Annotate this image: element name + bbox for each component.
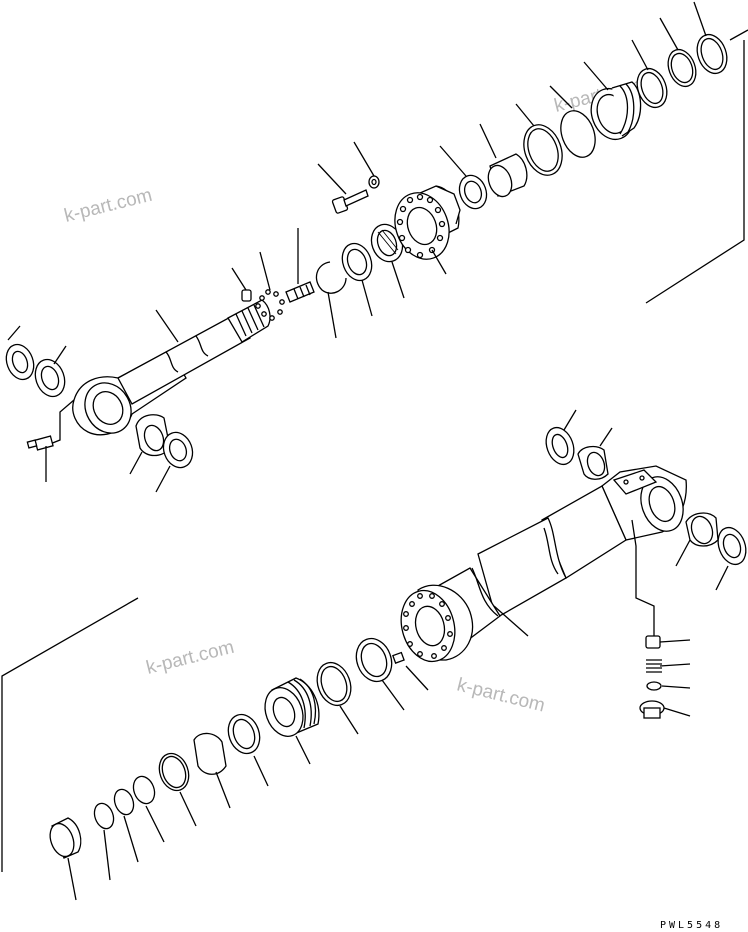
bushing-1 xyxy=(5,343,35,381)
piston xyxy=(264,677,320,737)
backup-ring-2 xyxy=(667,48,697,88)
leader-lines-top xyxy=(7,1,707,493)
piston-rod xyxy=(117,299,271,405)
grease-nipple-icon xyxy=(26,399,75,451)
wear-ring-3 xyxy=(316,661,352,707)
snap-ring xyxy=(315,261,347,294)
plug xyxy=(639,700,665,719)
bushing-7 xyxy=(685,512,719,547)
backup-ring-1 xyxy=(523,124,563,176)
leader-lines-bottom xyxy=(67,409,729,901)
piston-ring-1 xyxy=(355,637,393,683)
wear-ring-2 xyxy=(370,223,404,263)
set-screw xyxy=(285,281,315,303)
watermark-1: k-part.com xyxy=(62,185,154,227)
cylinder-bottom-eye xyxy=(601,465,687,541)
seal-1 xyxy=(458,174,488,210)
rod-packing xyxy=(590,81,642,141)
bushing-2 xyxy=(34,358,66,398)
piston-ring-2 xyxy=(227,713,261,755)
section-boundary-bottom xyxy=(1,597,139,872)
cushion-ring xyxy=(158,752,190,792)
dowel-pin xyxy=(241,289,252,302)
bushing-8 xyxy=(717,526,747,566)
steel-balls xyxy=(255,289,285,321)
bolt-icon xyxy=(331,189,369,214)
bushing-4 xyxy=(162,431,194,469)
o-ring-1 xyxy=(560,110,596,158)
wear-ring-4 xyxy=(193,732,227,775)
bushing-3 xyxy=(135,414,171,457)
tube-flange xyxy=(400,584,474,663)
drawing-code: PWL5548 xyxy=(660,920,723,931)
grease-line xyxy=(631,519,655,636)
o-ring-5 xyxy=(93,802,115,830)
grease-nipple-body xyxy=(645,635,661,649)
section-boundary-top xyxy=(645,29,748,304)
tube-plug xyxy=(392,651,405,664)
nut xyxy=(49,817,82,859)
o-ring-3 xyxy=(132,775,156,805)
washer-icon xyxy=(368,175,380,189)
dust-seal xyxy=(696,33,728,75)
ball xyxy=(646,681,662,691)
o-ring-4 xyxy=(113,788,135,816)
bushing-head xyxy=(487,153,528,198)
o-ring-2 xyxy=(636,67,668,109)
watermark-4: k-part.com xyxy=(455,674,547,716)
watermark-3: k-part.com xyxy=(144,637,236,679)
spring xyxy=(646,659,662,673)
bushing-5 xyxy=(545,426,575,466)
cylinder-head xyxy=(394,185,461,260)
wear-ring-1 xyxy=(341,242,373,282)
bushing-6 xyxy=(577,445,609,480)
